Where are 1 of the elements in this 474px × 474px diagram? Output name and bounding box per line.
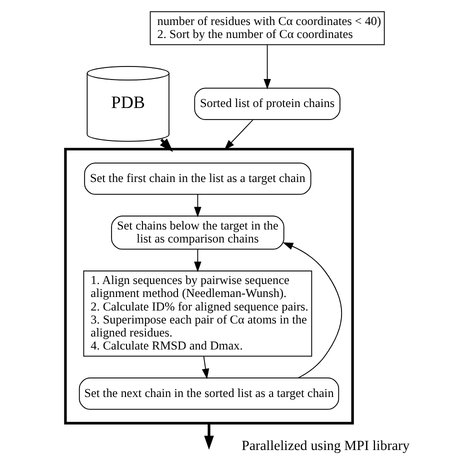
- label: Parallelized using MPI library: [241, 438, 410, 454]
